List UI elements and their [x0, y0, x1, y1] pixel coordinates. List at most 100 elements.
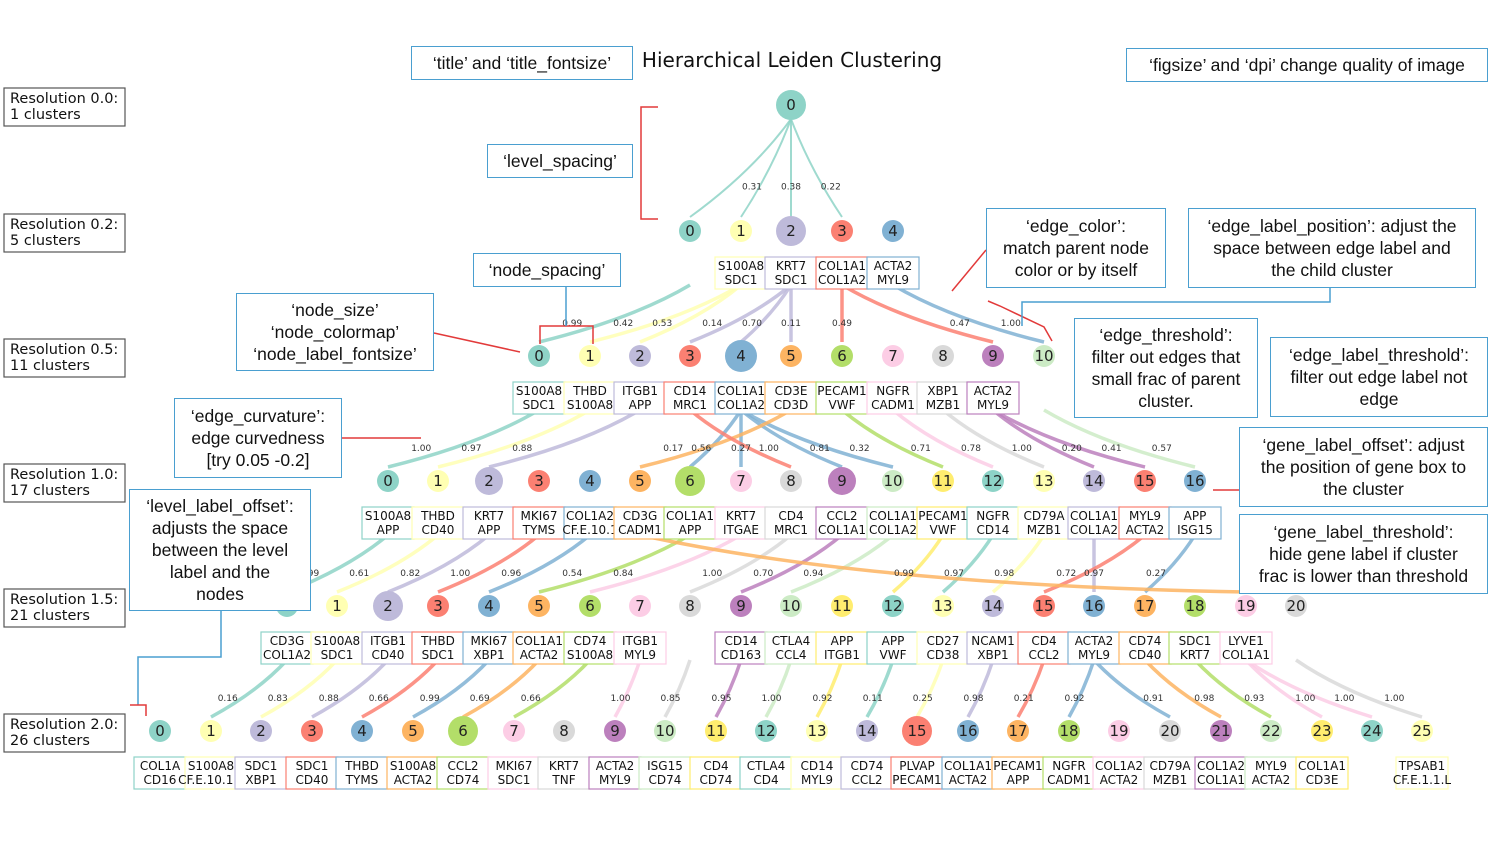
edge [688, 408, 792, 469]
annotation-edge-color: ‘edge_color’: match parent node color or… [986, 208, 1166, 288]
cluster-node-label: 8 [938, 347, 948, 365]
cluster-node [149, 720, 171, 742]
cluster-node [1311, 720, 1333, 742]
gene-box [487, 756, 541, 790]
gene-label: MKI67 [520, 509, 557, 523]
edge [437, 533, 541, 594]
cluster-node [679, 220, 701, 242]
gene-label: COL1A1 [869, 509, 917, 523]
gene-box [1092, 756, 1146, 790]
edge-label: 1.00 [761, 694, 781, 704]
gene-label: COL1A1 [818, 259, 866, 273]
gene-label: ACTA2 [974, 384, 1013, 398]
gene-label: SDC1 [523, 398, 556, 412]
cluster-node [932, 595, 954, 617]
edge-label: 0.11 [863, 694, 883, 704]
edge-label: 0.17 [663, 444, 683, 454]
gene-label: CD14 [674, 384, 707, 398]
gene-label: MKI67 [495, 759, 532, 773]
annotation-connectors [130, 106, 1331, 716]
gene-label: SDC1 [1179, 634, 1212, 648]
gene-label: SDC1 [498, 773, 531, 787]
gene-box [184, 756, 238, 790]
gene-label: CD3G [623, 509, 658, 523]
cluster-node-label: 1 [332, 597, 342, 615]
edge-label: 1.00 [411, 444, 431, 454]
edge-label: 1.00 [1001, 319, 1021, 329]
level-label-box [3, 87, 126, 127]
edge-label: 0.70 [753, 569, 773, 579]
cluster-node [730, 220, 752, 242]
cluster-node-label: 12 [756, 722, 775, 740]
cluster-node-label: 7 [509, 722, 519, 740]
gene-label: CD4 [703, 759, 728, 773]
annotation-edge-threshold: ‘edge_threshold’: filter out edges that … [1074, 318, 1258, 418]
edge-label: 0.61 [349, 569, 369, 579]
gene-label: KRT7 [549, 759, 579, 773]
gene-label: XBP1 [927, 384, 958, 398]
cluster-node-label: 1 [433, 472, 443, 490]
gene-label: ITGAE [723, 523, 759, 537]
cluster-node-label: 1 [736, 222, 746, 240]
gene-label: THBD [420, 634, 455, 648]
gene-box [764, 381, 818, 415]
cluster-node [828, 467, 856, 495]
edge [941, 534, 995, 594]
gene-label: S100A8 [314, 634, 360, 648]
level-label: Resolution 0.5: [10, 342, 118, 358]
edge-label: 0.72 [1056, 569, 1076, 579]
cluster-node-label: 14 [857, 722, 876, 740]
gene-label: COL1A1 [1070, 509, 1118, 523]
gene-label: ACTA2 [1100, 773, 1139, 787]
gene-box [764, 506, 818, 540]
cluster-node [932, 345, 954, 367]
edge-label: 0.88 [512, 444, 532, 454]
gene-label: CF.E.1.1.L [1393, 773, 1451, 787]
cluster-node [1033, 470, 1055, 492]
cluster-node [528, 470, 550, 492]
cluster-node-label: 14 [1084, 472, 1103, 490]
cluster-node-label: 16 [1185, 472, 1204, 490]
gene-labels-layer: S100A8SDC1KRT7SDC1COL1A1COL1A2ACTA2MYL9S… [133, 256, 1451, 790]
cluster-node-label: 12 [883, 597, 902, 615]
gene-label: TYMS [522, 523, 556, 537]
gene-label: APP [1184, 509, 1207, 523]
gene-label: ACTA2 [394, 773, 433, 787]
gene-label: NGFR [1052, 759, 1086, 773]
gene-box [966, 381, 1020, 415]
gene-label: APP [478, 523, 501, 537]
gene-label: LYVE1 [1228, 634, 1264, 648]
cluster-node-label: 18 [1185, 597, 1204, 615]
gene-label: TYMS [345, 773, 379, 787]
level-label: 17 clusters [10, 483, 90, 499]
cluster-node-label: 17 [1008, 722, 1027, 740]
edge [992, 408, 1146, 469]
edge [689, 118, 792, 218]
cluster-node [402, 720, 424, 742]
level-label: Resolution 0.0: [10, 91, 118, 107]
gene-label: MYL9 [1129, 509, 1161, 523]
edge-label: 0.53 [652, 319, 672, 329]
gene-label: CD3E [775, 384, 808, 398]
gene-label: CTLA4 [747, 759, 786, 773]
gene-label: COL1A1 [515, 634, 563, 648]
gene-label: XBP1 [245, 773, 276, 787]
cluster-node [831, 220, 853, 242]
gene-label: SDC1 [725, 273, 758, 287]
gene-box [991, 756, 1045, 790]
edge [1016, 659, 1046, 718]
edge-label: 1.00 [450, 569, 470, 579]
gene-label: CD27 [927, 634, 960, 648]
cluster-node-label: 10 [655, 722, 674, 740]
cluster-node-label: 1 [585, 347, 595, 365]
cluster-node-label: 0 [534, 347, 544, 365]
edge [361, 658, 440, 719]
edge [437, 408, 591, 469]
edge [311, 658, 390, 719]
edge [589, 283, 742, 344]
edge-label: 0.69 [470, 694, 490, 704]
gene-label: CD40 [422, 523, 455, 537]
cluster-node-label: 11 [706, 722, 725, 740]
